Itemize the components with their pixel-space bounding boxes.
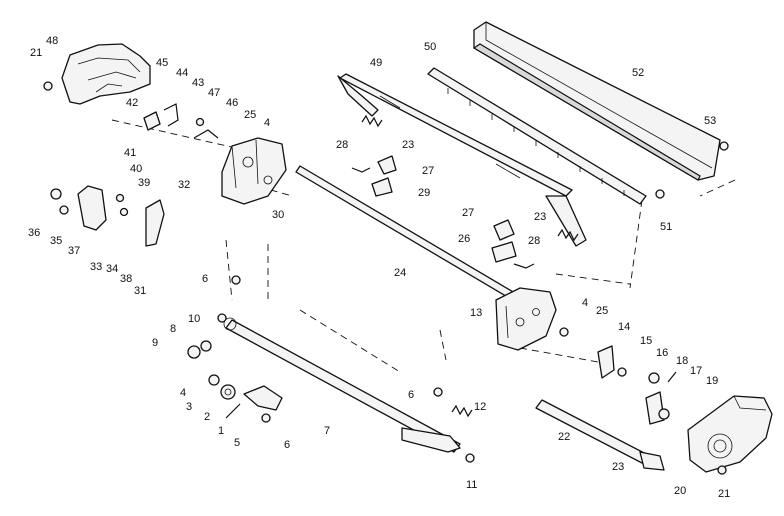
upper-guide-shaft — [337, 73, 587, 247]
callout-16: 16 — [656, 347, 668, 359]
callout-31: 31 — [134, 285, 146, 297]
callout-39: 39 — [138, 177, 150, 189]
callout-29: 29 — [418, 187, 430, 199]
callout-20: 20 — [674, 485, 686, 497]
callout-24: 24 — [394, 267, 406, 279]
callout-43: 43 — [192, 77, 204, 89]
callout-5: 5 — [234, 437, 240, 449]
alignment-lines — [111, 119, 736, 373]
lower-rod — [535, 399, 665, 471]
callout-38: 38 — [120, 273, 132, 285]
callout-22: 22 — [558, 431, 570, 443]
callout-44: 44 — [176, 67, 188, 79]
callout-49: 49 — [370, 57, 382, 69]
callout-42: 42 — [126, 97, 138, 109]
callout-27-1: 27 — [422, 165, 434, 177]
callout-23-1: 23 — [402, 139, 414, 151]
callout-41: 41 — [124, 147, 136, 159]
callout-4-2: 4 — [582, 297, 588, 309]
callout-6-3: 6 — [284, 439, 290, 451]
callout-25-2: 25 — [596, 305, 608, 317]
callout-4-1: 4 — [264, 117, 270, 129]
springs-and-clips — [351, 114, 579, 418]
callout-17: 17 — [690, 365, 702, 377]
callout-15: 15 — [640, 335, 652, 347]
callout-23-3: 23 — [612, 461, 624, 473]
callout-37: 37 — [68, 245, 80, 257]
callout-12: 12 — [474, 401, 486, 413]
callout-47: 47 — [208, 87, 220, 99]
callout-28-2: 28 — [528, 235, 540, 247]
callout-36: 36 — [28, 227, 40, 239]
callout-18: 18 — [676, 355, 688, 367]
callout-8: 8 — [170, 323, 176, 335]
callout-30: 30 — [272, 209, 284, 221]
callout-46: 46 — [226, 97, 238, 109]
callout-21-2: 21 — [718, 488, 730, 500]
callout-48: 48 — [46, 35, 58, 47]
main-guide-shaft — [295, 165, 521, 303]
callout-35: 35 — [50, 235, 62, 247]
callout-52: 52 — [632, 67, 644, 79]
callout-28-1: 28 — [336, 139, 348, 151]
callout-34: 34 — [106, 263, 118, 275]
callout-21-1: 21 — [30, 47, 42, 59]
callout-19: 19 — [706, 375, 718, 387]
callout-6-1: 6 — [202, 273, 208, 285]
callout-3: 3 — [186, 401, 192, 413]
callout-23-2: 23 — [534, 211, 546, 223]
callout-labels: 1234445666789101112131415161718192021212… — [28, 35, 730, 500]
callout-32: 32 — [178, 179, 190, 191]
callout-6-2: 6 — [408, 389, 414, 401]
callout-33: 33 — [90, 261, 102, 273]
callout-9: 9 — [152, 337, 158, 349]
callout-10: 10 — [188, 313, 200, 325]
left-end-cover — [61, 43, 151, 105]
callout-27-2: 27 — [462, 207, 474, 219]
right-lower-parts — [597, 345, 677, 425]
screws — [43, 81, 729, 475]
callout-50: 50 — [424, 41, 436, 53]
callout-4-3: 4 — [180, 387, 186, 399]
left-mechanism-cluster — [50, 103, 219, 247]
callout-11: 11 — [466, 479, 477, 491]
callout-51: 51 — [660, 221, 672, 233]
right-side-frame — [495, 287, 557, 351]
right-end-cover — [687, 395, 773, 473]
callout-7: 7 — [324, 425, 330, 437]
callout-14: 14 — [618, 321, 630, 333]
callout-13: 13 — [470, 307, 482, 319]
callout-2: 2 — [204, 411, 210, 423]
lower-shaft — [223, 317, 461, 453]
callout-40: 40 — [130, 163, 142, 175]
callout-1: 1 — [218, 425, 224, 437]
callout-53: 53 — [704, 115, 716, 127]
lever-assembly — [208, 374, 283, 419]
callout-45: 45 — [156, 57, 168, 69]
feed-roller — [427, 67, 647, 205]
left-side-frame — [221, 137, 287, 205]
callout-25-1: 25 — [244, 109, 256, 121]
callout-26: 26 — [458, 233, 470, 245]
top-cover-bar — [472, 21, 721, 181]
